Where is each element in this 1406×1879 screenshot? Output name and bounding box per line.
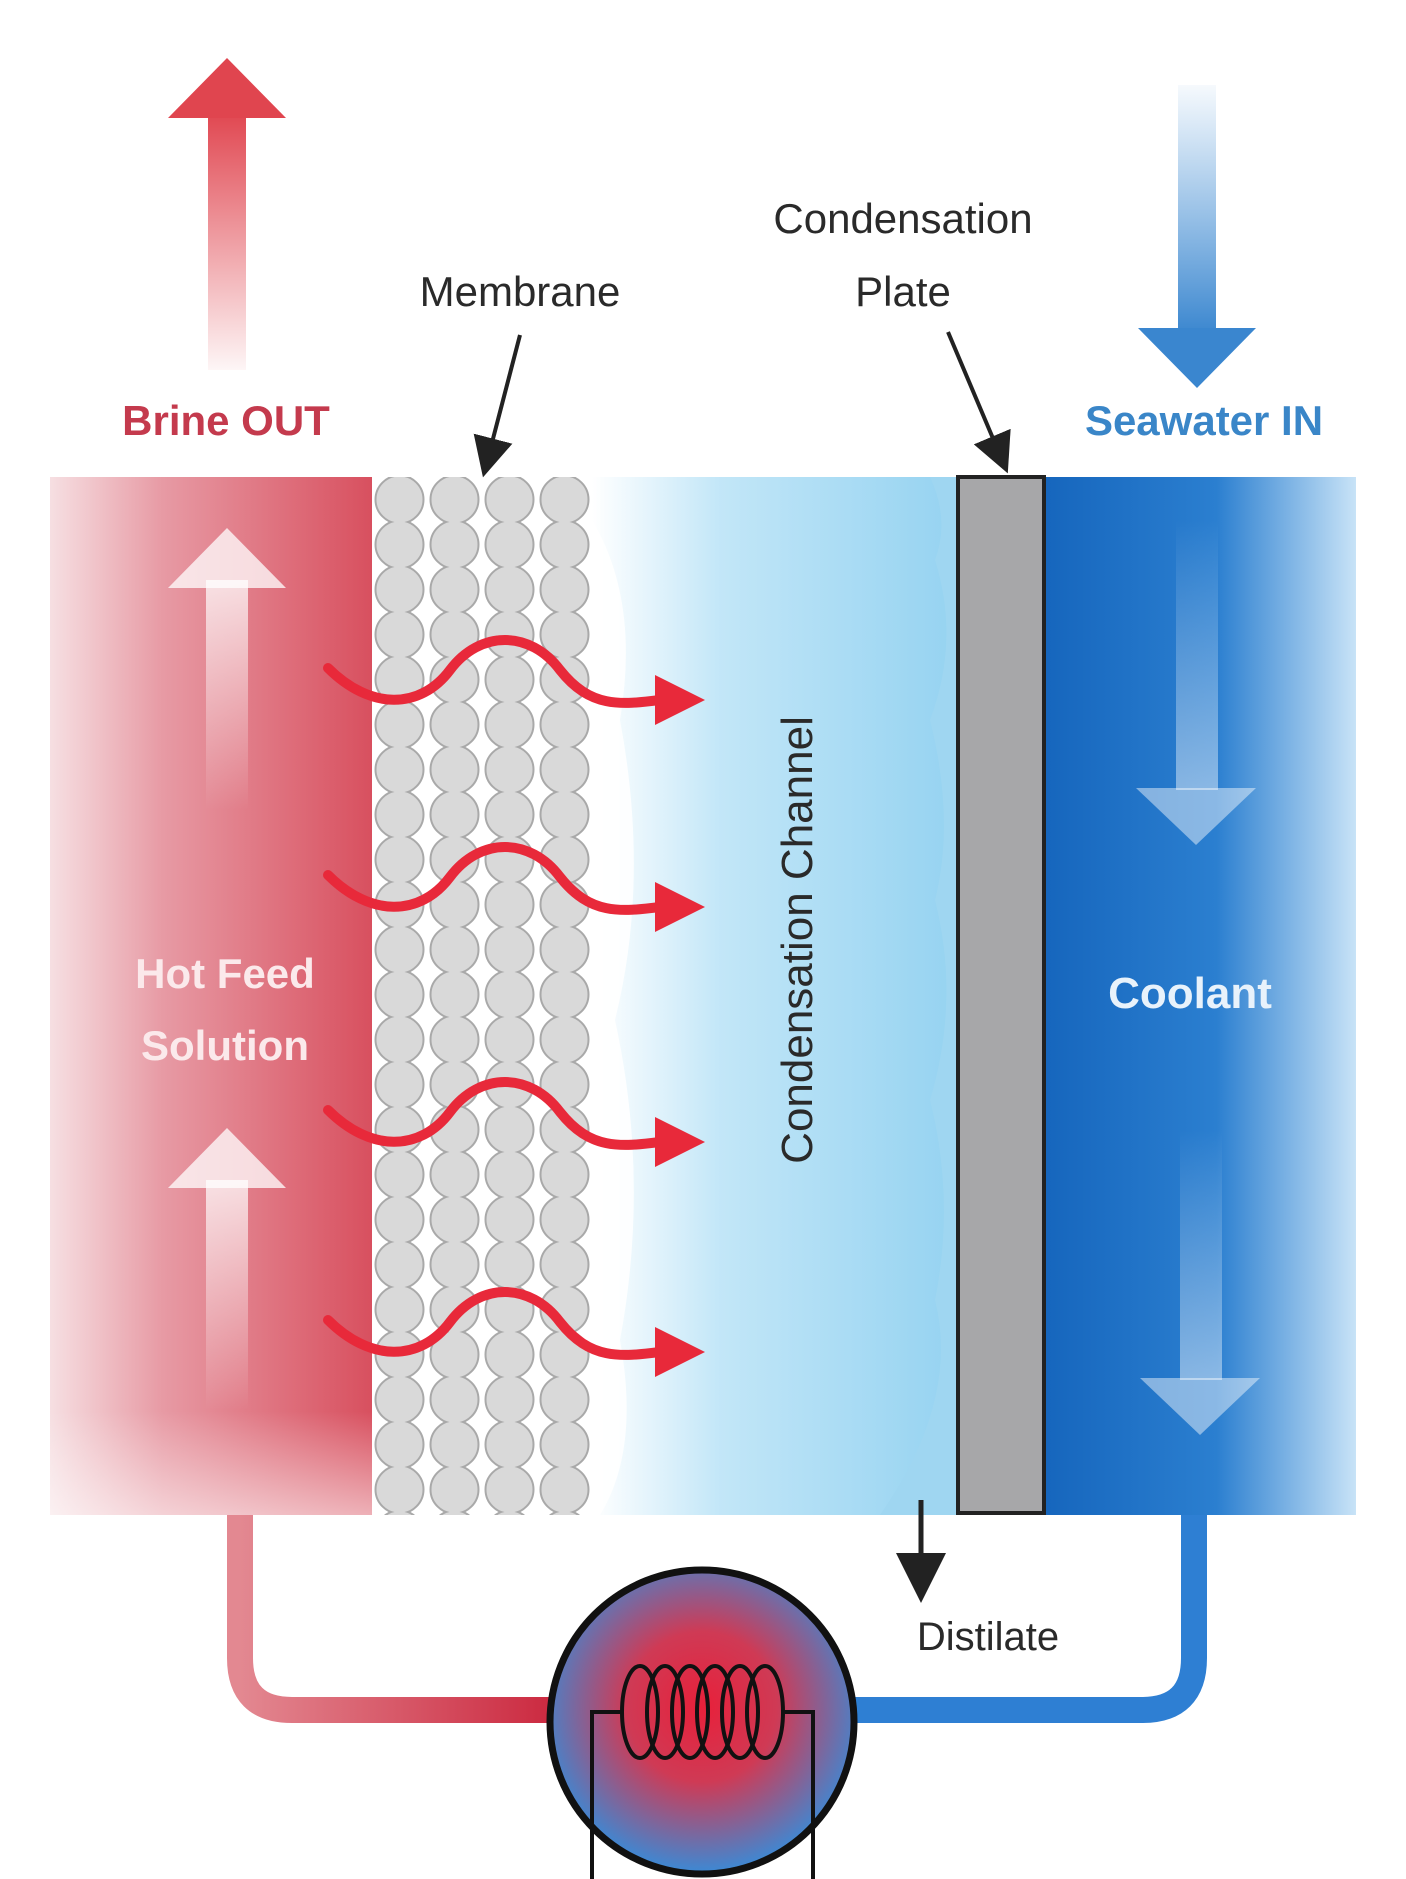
condensation-plate	[956, 475, 1046, 1515]
brine-out-label: Brine OUT	[122, 397, 330, 444]
condensation-plate-label-line1: Condensation	[773, 195, 1032, 242]
condensation-channel	[592, 477, 960, 1515]
coolant-flow-arrows	[1136, 520, 1260, 1435]
vapor-arrowheads	[655, 675, 705, 1377]
hot-feed-label-line1: Hot Feed	[135, 950, 315, 997]
distillate-label: Distilate	[917, 1615, 1059, 1659]
hot-feed-label-line2: Solution	[141, 1022, 309, 1069]
heater	[546, 1566, 858, 1878]
condensation-channel-label: Condensation Channel	[773, 716, 822, 1164]
membrane	[372, 477, 592, 1515]
membrane-label: Membrane	[420, 268, 621, 315]
membrane-pointer-arrow	[473, 334, 522, 478]
brine-out-arrow	[168, 58, 286, 370]
heating-coil-icon	[590, 1664, 815, 1879]
hot-feed-flow-arrows	[168, 528, 286, 1410]
plate-pointer-arrow	[946, 331, 1011, 474]
condensation-plate-label-line2: Plate	[855, 268, 951, 315]
seawater-in-label: Seawater IN	[1085, 397, 1323, 444]
coolant-label: Coolant	[1108, 969, 1272, 1018]
vapor-flow-arrows	[323, 635, 665, 1360]
seawater-in-arrow	[1138, 85, 1256, 388]
